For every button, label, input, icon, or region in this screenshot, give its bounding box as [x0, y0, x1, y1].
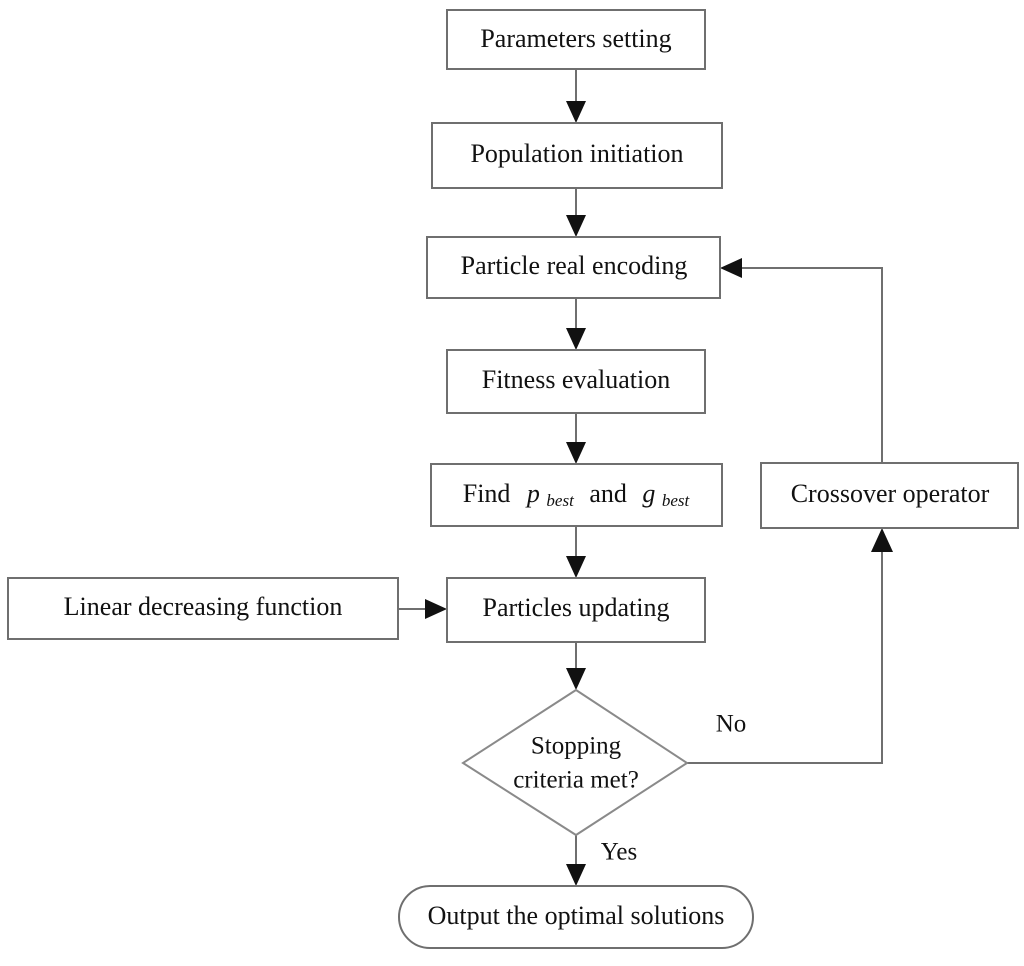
edge-findbest-to-updating: [566, 526, 586, 578]
find-best-sub-g: best: [662, 491, 691, 510]
node-stopping-criteria-line2: criteria met?: [513, 767, 639, 794]
edge-fitness-to-findbest: [566, 413, 586, 464]
node-stopping-criteria[interactable]: Stopping criteria met?: [461, 688, 689, 837]
node-parameters-setting-label: Parameters setting: [480, 24, 671, 53]
edge-encoding-to-fitness: [566, 298, 586, 350]
node-particles-updating[interactable]: Particles updating: [446, 577, 706, 643]
edge-parameters-to-population: [566, 69, 586, 123]
node-crossover-operator-label: Crossover operator: [791, 479, 990, 508]
node-particle-real-encoding-label: Particle real encoding: [461, 251, 688, 280]
node-population-initiation-label: Population initiation: [470, 139, 683, 168]
node-fitness-evaluation-label: Fitness evaluation: [482, 365, 670, 394]
node-find-best-label: Find p best and g best: [463, 479, 691, 514]
node-output-solutions-label: Output the optimal solutions: [428, 901, 725, 930]
node-population-initiation[interactable]: Population initiation: [431, 122, 723, 189]
node-output-solutions[interactable]: Output the optimal solutions: [398, 885, 754, 949]
find-best-sub-p: best: [546, 491, 575, 510]
edge-crossover-to-encoding: [720, 258, 883, 463]
node-parameters-setting[interactable]: Parameters setting: [446, 9, 706, 70]
node-particles-updating-label: Particles updating: [482, 593, 669, 622]
node-linear-decreasing-function-label: Linear decreasing function: [64, 592, 343, 621]
edge-decision-yes-to-output: [566, 835, 586, 886]
edge-population-to-encoding: [566, 188, 586, 237]
find-best-var-g: g: [642, 479, 655, 508]
node-find-best[interactable]: Find p best and g best: [430, 463, 723, 527]
node-stopping-criteria-line1: Stopping: [531, 733, 622, 760]
node-particle-real-encoding[interactable]: Particle real encoding: [426, 236, 721, 299]
node-fitness-evaluation[interactable]: Fitness evaluation: [446, 349, 706, 414]
edge-decision-no-to-crossover: [687, 528, 893, 764]
find-best-conjunction: and: [589, 479, 627, 508]
edge-updating-to-decision: [566, 642, 586, 690]
edge-label-yes: Yes: [601, 839, 637, 866]
edge-label-no: No: [716, 711, 747, 738]
edge-linear-to-updating: [398, 599, 447, 619]
find-best-prefix: Find: [463, 479, 511, 508]
node-linear-decreasing-function[interactable]: Linear decreasing function: [7, 577, 399, 640]
find-best-var-p: p: [525, 479, 540, 508]
node-crossover-operator[interactable]: Crossover operator: [760, 462, 1019, 529]
